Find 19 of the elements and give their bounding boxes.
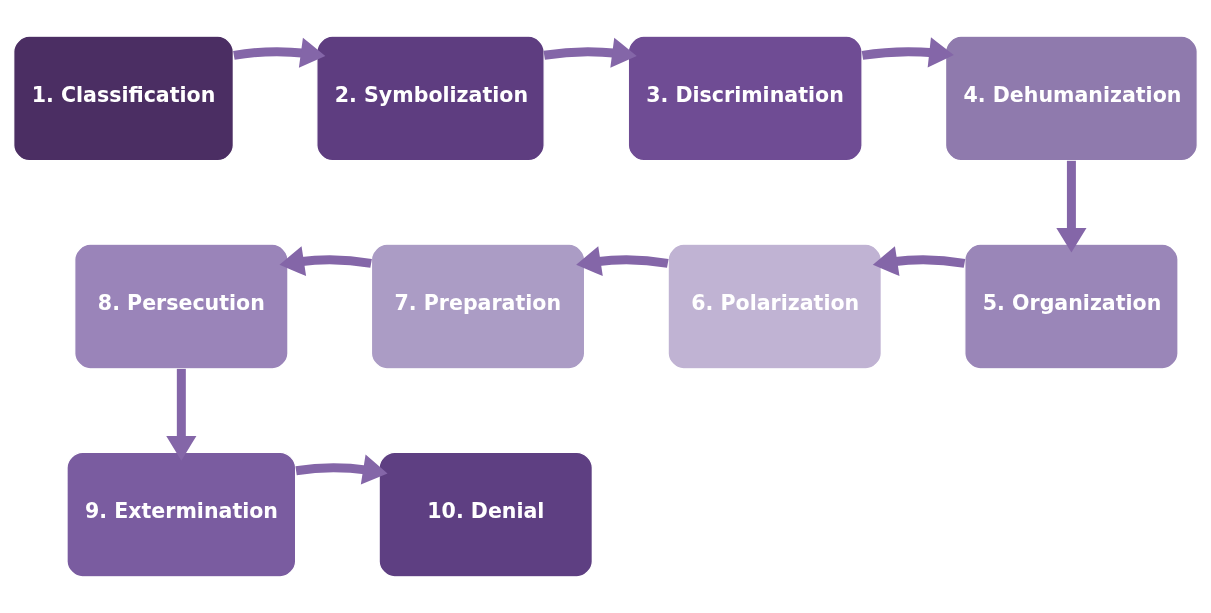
arrow [295, 454, 388, 485]
arrow [576, 246, 669, 276]
node-box: 8. Persecution [74, 243, 289, 370]
node-box: 5. Organization [964, 243, 1179, 370]
arrow [872, 246, 966, 276]
arrow [166, 368, 197, 461]
node-box: 10. Denial [378, 451, 593, 578]
arrow [279, 246, 372, 276]
node-box: 3. Discrimination [627, 35, 863, 162]
node-box: 4. Dehumanization [944, 35, 1198, 162]
node-box: 7. Preparation [370, 243, 586, 370]
node-box: 9. Extermination [66, 451, 297, 578]
arrow [233, 37, 326, 68]
arrow [861, 37, 954, 68]
arrow [1056, 160, 1087, 253]
arrow [543, 37, 637, 68]
node-box: 1. Classification [13, 35, 234, 162]
node-box: 6. Polarization [667, 243, 882, 370]
node-box: 2. Symbolization [316, 35, 545, 162]
